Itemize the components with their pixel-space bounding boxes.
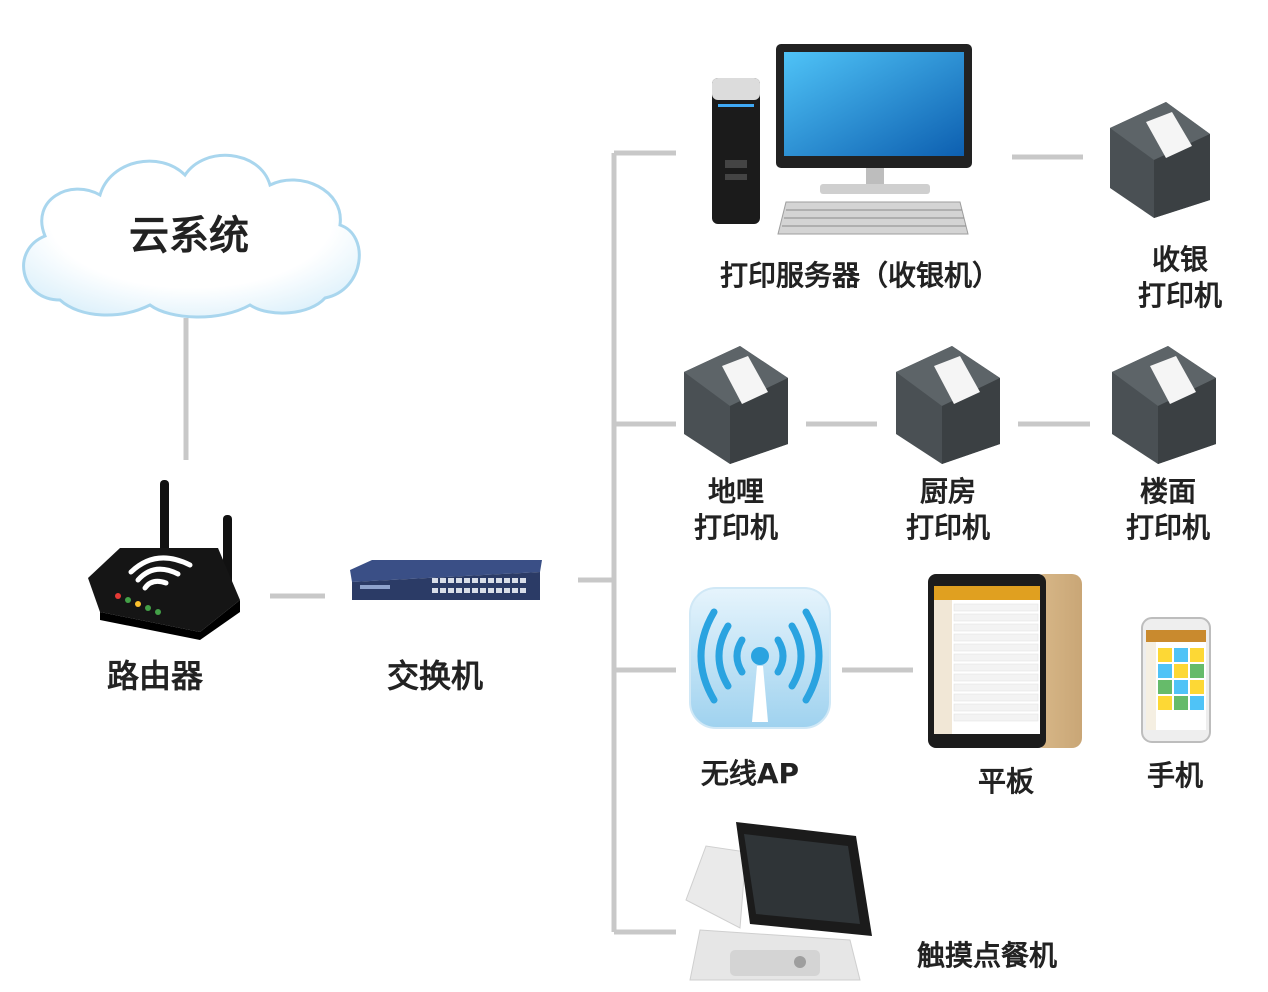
dili-printer-icon bbox=[684, 346, 788, 464]
kitchen-printer-icon bbox=[896, 346, 1000, 464]
dili-printer-label-line2: 打印机 bbox=[693, 511, 778, 545]
floor-printer-label-line1: 楼面 bbox=[1139, 475, 1196, 508]
print-server-icon bbox=[712, 44, 972, 235]
dili-printer-label: 地哩 打印机 bbox=[666, 474, 806, 547]
dili-printer-label-line1: 地哩 bbox=[707, 475, 764, 508]
floor-printer-label-line2: 打印机 bbox=[1125, 511, 1210, 545]
switch-icon bbox=[350, 560, 542, 600]
print-server-label: 打印服务器（收银机） bbox=[719, 259, 1000, 292]
cashier-printer-label: 收银 打印机 bbox=[1110, 242, 1250, 315]
floor-printer-icon bbox=[1112, 346, 1216, 464]
kitchen-printer-label-line2: 打印机 bbox=[905, 511, 990, 545]
cashier-printer-label-line1: 收银 bbox=[1151, 243, 1208, 276]
switch-label: 交换机 bbox=[386, 657, 483, 695]
router-icon bbox=[88, 480, 240, 640]
wireless-ap-label: 无线AP bbox=[700, 757, 800, 790]
cashier-printer-label-line2: 打印机 bbox=[1137, 279, 1222, 313]
kitchen-printer-label-line1: 厨房 bbox=[919, 475, 976, 508]
wireless-ap-icon bbox=[689, 587, 831, 729]
tablet-label: 平板 bbox=[977, 765, 1034, 798]
cashier-printer-icon bbox=[1110, 102, 1210, 218]
kitchen-printer-label: 厨房 打印机 bbox=[878, 474, 1018, 547]
tablet-icon bbox=[928, 574, 1082, 748]
touch-pos-label: 触摸点餐机 bbox=[916, 939, 1057, 972]
connectors bbox=[183, 150, 1090, 935]
cloud-label: 云系统 bbox=[129, 213, 249, 259]
touch-pos-icon bbox=[685, 822, 872, 981]
cloud-icon bbox=[22, 153, 361, 319]
floor-printer-label: 楼面 打印机 bbox=[1098, 474, 1238, 547]
phone-icon bbox=[1141, 617, 1211, 743]
router-label: 路由器 bbox=[106, 657, 203, 695]
phone-label: 手机 bbox=[1146, 759, 1203, 792]
